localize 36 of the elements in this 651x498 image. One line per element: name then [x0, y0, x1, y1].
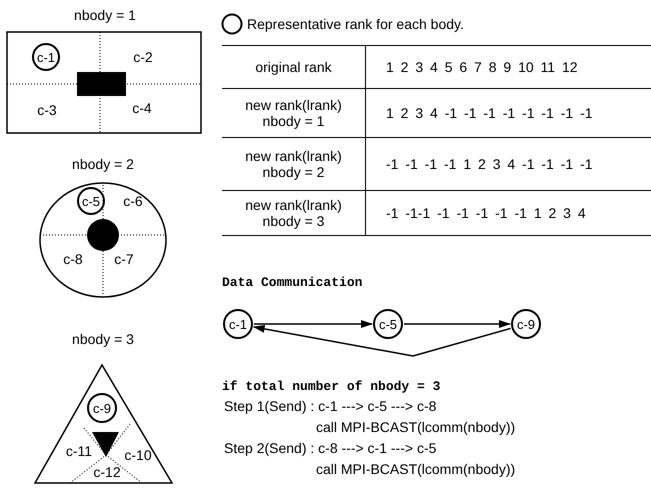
row-header: original rank [254, 59, 333, 75]
arrow [404, 320, 511, 328]
rank-label: c-6 [123, 194, 143, 208]
rank-circle: c-9 [511, 309, 541, 339]
body-heading: nbody = 1 [74, 8, 136, 22]
rank-circle: c-1 [223, 309, 253, 339]
rank-values: -1 -1-1 -1 -1 -1 -1 -1 1 2 3 4 [386, 205, 586, 221]
arrow [252, 324, 511, 357]
rank-label: c-8 [63, 252, 83, 266]
rank-values: -1 -1 -1 -1 1 2 3 4 -1 -1 -1 -1 [386, 156, 593, 172]
arrow [254, 320, 373, 328]
rank-circle: c-5 [77, 187, 105, 215]
body-heading: nbody = 3 [72, 332, 134, 346]
rank-circle: c-5 [373, 309, 403, 339]
row-header: new rank(lrank) nbody = 3 [244, 197, 343, 229]
rank-values: 1 2 3 4 5 6 7 8 9 10 11 12 [386, 59, 578, 75]
legend-text: Representative rank for each body. [247, 16, 464, 32]
rank-label: c-2 [133, 50, 153, 64]
rank-circle: c-1 [32, 43, 60, 71]
row-header: new rank(lrank) nbody = 2 [244, 148, 343, 180]
row-header: new rank(lrank) nbody = 1 [244, 97, 343, 129]
step-text: Step 2(Send) : c-8 ---> c-1 ---> c-5 [224, 440, 436, 456]
rank-values: 1 2 3 4 -1 -1 -1 -1 -1 -1 -1 -1 [386, 105, 593, 121]
code-text: call MPI-BCAST(lcomm(nbody)) [316, 461, 516, 477]
rank-label: c-10 [124, 448, 152, 462]
rank-label: c-7 [114, 252, 134, 266]
section-heading: Data Communication [222, 275, 362, 290]
step-text: Step 1(Send) : c-1 ---> c-5 ---> c-8 [224, 398, 436, 414]
rank-circle: c-9 [87, 393, 117, 423]
code-line: if total number of nbody = 3 [222, 379, 440, 394]
rank-label: c-4 [132, 101, 152, 115]
rank-label: c-11 [66, 444, 92, 458]
body-heading: nbody = 2 [72, 157, 134, 171]
rank-label: c-3 [37, 103, 57, 117]
rank-label: c-12 [93, 465, 121, 479]
code-text: call MPI-BCAST(lcomm(nbody)) [316, 419, 516, 435]
